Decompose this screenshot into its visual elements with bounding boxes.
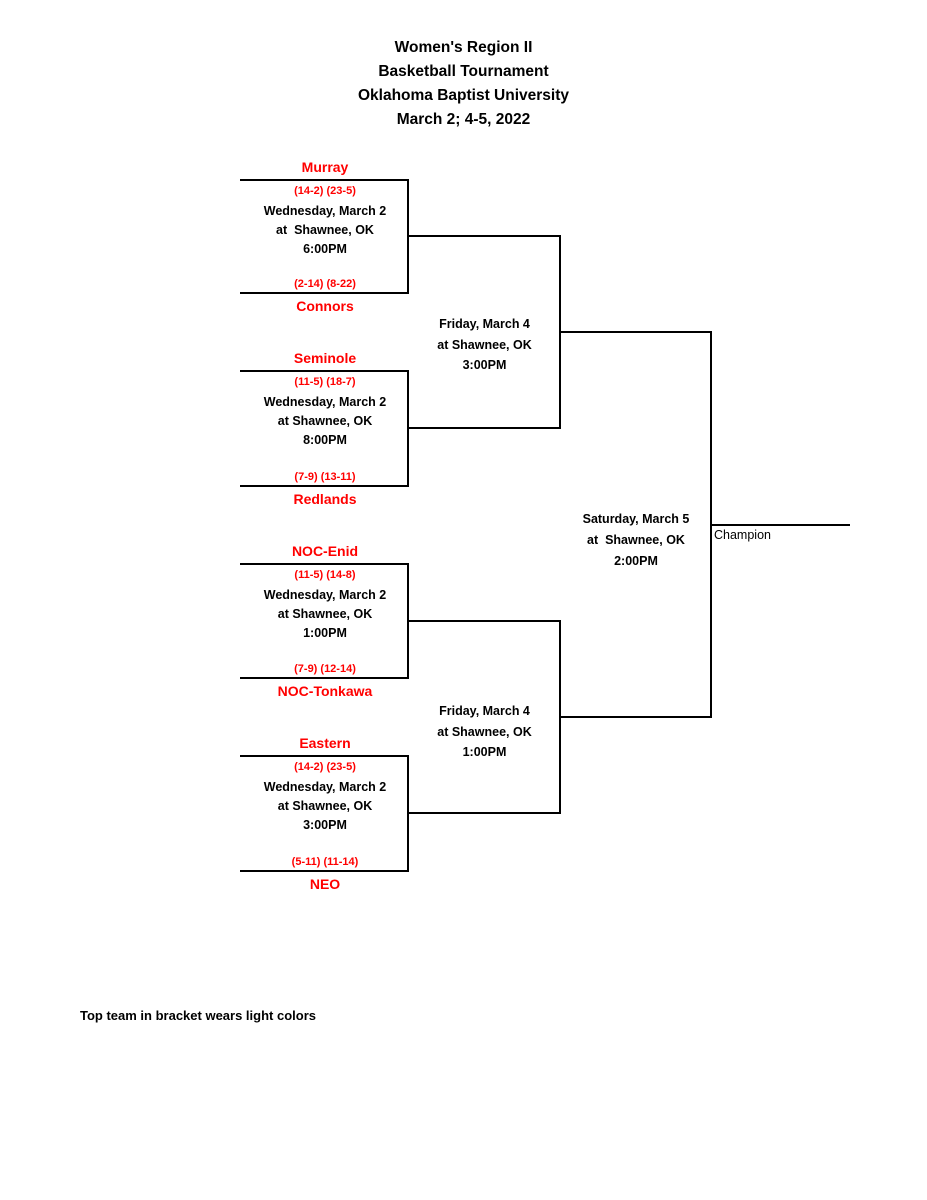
champion-label: Champion [714,528,771,542]
sf1-game-date: Friday, March 4 [439,317,530,331]
qf1-winner-connector-line [408,235,561,237]
qf1-top-team-record: (14-2) (23-5) [294,185,356,197]
qf2-game-box: Seminole (11-5) (18-7) Wednesday, March … [240,349,410,508]
qf3-bottom-team-name: NOC-Tonkawa [277,683,373,699]
qf3-top-team-name: NOC-Enid [291,543,359,559]
final-game-time: 2:00PM [614,554,658,568]
qf2-bottom-line [240,485,409,487]
qf1-top-line [240,179,409,181]
qf1-game-box: Murray (14-2) (23-5) Wednesday, March 2 … [240,158,410,315]
qf3-bottom-line [240,677,409,679]
qf2-top-team-record: (11-5) (18-7) [294,376,356,388]
qf4-bottom-team-record: (5-11) (11-14) [291,856,359,868]
qf2-game-time: 8:00PM [303,433,347,447]
qf4-top-team-record: (14-2) (23-5) [294,761,356,773]
qf2-game-date: Wednesday, March 2 [263,395,387,409]
qf3-bottom-team-record: (7-9) (12-14) [294,663,356,675]
qf1-bottom-line [240,292,409,294]
sf1-game-venue: at Shawnee, OK [437,337,532,352]
qf1-top-team-name: Murray [301,159,349,175]
sf2-info-block: Friday, March 4 at Shawnee, OK 1:00PM [408,701,561,763]
qf3-game-date: Wednesday, March 2 [263,588,387,602]
qf4-bottom-line [240,870,409,872]
qf1-bottom-team-name: Connors [296,298,354,314]
tournament-title: Women's Region II Basketball Tournament … [0,36,927,132]
qf3-game-box: NOC-Enid (11-5) (14-8) Wednesday, March … [240,542,410,700]
sf2-winner-connector-line [559,716,712,718]
qf1-game-date: Wednesday, March 2 [263,204,387,218]
qf3-game-time: 1:00PM [303,626,347,640]
sf1-info-block: Friday, March 4 at Shawnee, OK 3:00PM [408,314,561,376]
footnote: Top team in bracket wears light colors [80,1008,316,1023]
qf2-top-team-name: Seminole [293,350,357,366]
title-line-2: Basketball Tournament [378,63,549,80]
qf2-game-venue: at Shawnee, OK [277,414,373,428]
final-game-venue: at Shawnee, OK [587,533,685,547]
qf4-top-team-name: Eastern [299,735,351,751]
qf3-top-team-record: (11-5) (14-8) [294,569,356,581]
title-line-1: Women's Region II [394,39,533,56]
final-info-block: Saturday, March 5 at Shawnee, OK 2:00PM [560,509,712,572]
qf1-game-time: 6:00PM [303,242,347,256]
qf2-top-line [240,370,409,372]
qf3-game-venue: at Shawnee, OK [277,607,373,621]
qf1-bottom-team-record: (2-14) (8-22) [294,278,356,290]
title-line-3: Oklahoma Baptist University [357,87,570,104]
qf4-game-time: 3:00PM [303,818,347,832]
qf4-winner-connector-line [408,812,561,814]
sf2-game-venue: at Shawnee, OK [437,724,532,739]
qf4-game-date: Wednesday, March 2 [263,780,387,794]
sf1-winner-connector-line [559,331,712,333]
champion-line [710,524,850,526]
qf4-top-line [240,755,409,757]
qf2-bottom-team-record: (7-9) (13-11) [294,471,356,483]
qf4-game-box: Eastern (14-2) (23-5) Wednesday, March 2… [240,734,410,893]
sf1-game-time: 3:00PM [462,358,507,372]
qf2-winner-connector-line [408,427,561,429]
qf2-bottom-team-name: Redlands [293,491,357,507]
final-game-date: Saturday, March 5 [582,512,690,526]
title-line-4: March 2; 4-5, 2022 [396,111,531,128]
qf3-top-line [240,563,409,565]
qf1-game-venue: at Shawnee, OK [276,223,374,237]
sf2-game-time: 1:00PM [462,745,507,759]
qf4-bottom-team-name: NEO [309,876,341,892]
qf3-winner-connector-line [408,620,561,622]
qf4-game-venue: at Shawnee, OK [277,799,373,813]
sf2-game-date: Friday, March 4 [439,704,530,718]
